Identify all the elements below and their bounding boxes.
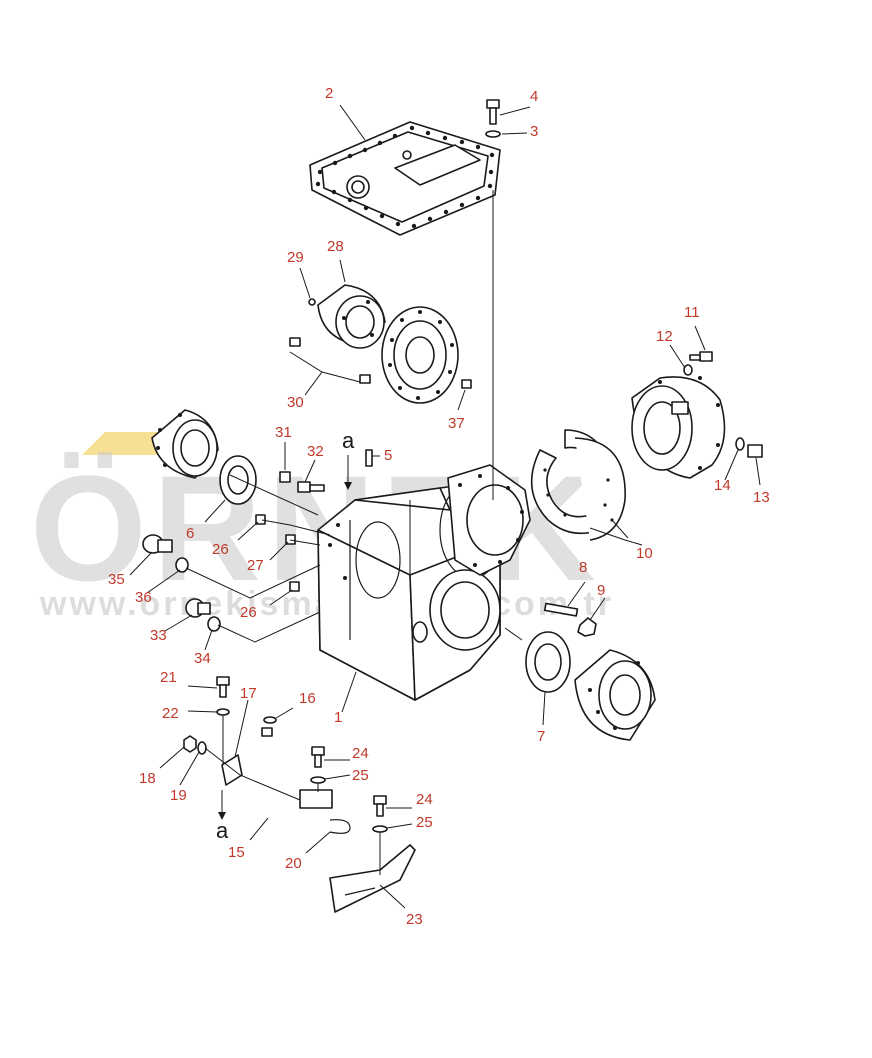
nut-9 bbox=[577, 617, 597, 637]
callout-34: 34 bbox=[194, 650, 211, 667]
seal-6 bbox=[219, 455, 257, 505]
stud-8 bbox=[543, 602, 579, 617]
callout-9: 9 bbox=[597, 582, 605, 599]
bolt-24a bbox=[311, 746, 325, 768]
top-cover bbox=[309, 121, 501, 236]
callout-19: 19 bbox=[170, 787, 187, 804]
bolt-30a bbox=[289, 337, 301, 347]
callout-36: 36 bbox=[135, 589, 152, 606]
block-20 bbox=[299, 789, 351, 834]
callout-27: 27 bbox=[247, 557, 264, 574]
callout-24b: 24 bbox=[416, 791, 433, 808]
washer-25a bbox=[310, 776, 326, 784]
ring-gear bbox=[381, 306, 459, 404]
washer-12 bbox=[683, 364, 693, 376]
callout-32: 32 bbox=[307, 443, 324, 460]
callout-5: 5 bbox=[384, 447, 392, 464]
callout-28: 28 bbox=[327, 238, 344, 255]
callout-11: 11 bbox=[684, 304, 700, 321]
main-case bbox=[317, 464, 531, 701]
callout-12: 12 bbox=[656, 328, 673, 345]
callout-16: 16 bbox=[299, 690, 316, 707]
seal-7 bbox=[525, 631, 571, 693]
guard-23 bbox=[329, 844, 416, 913]
bolt-30b bbox=[359, 374, 371, 384]
bolt-27 bbox=[285, 534, 296, 545]
bolt-26b bbox=[289, 581, 300, 592]
plug-31 bbox=[279, 471, 291, 483]
bolt-4 bbox=[486, 99, 500, 125]
callout-21: 21 bbox=[160, 669, 177, 686]
callout-30: 30 bbox=[287, 394, 304, 411]
callout-3: 3 bbox=[530, 123, 538, 140]
callout-10: 10 bbox=[636, 545, 653, 562]
callout-14: 14 bbox=[714, 477, 731, 494]
callout-25b: 25 bbox=[416, 814, 433, 831]
oring-34 bbox=[207, 616, 221, 632]
bolt-21 bbox=[216, 676, 230, 698]
bolt-11 bbox=[689, 351, 713, 362]
washer-25b bbox=[372, 825, 388, 833]
oring-14 bbox=[735, 437, 745, 451]
callout-2: 2 bbox=[325, 85, 333, 102]
oring-16 bbox=[263, 716, 277, 724]
ref-letter: a bbox=[216, 818, 229, 843]
left-hub-housing bbox=[151, 409, 219, 479]
callout-8: 8 bbox=[579, 559, 587, 576]
bolt-24b bbox=[373, 795, 387, 817]
lower-right-hub bbox=[574, 649, 656, 741]
carrier-28 bbox=[317, 284, 386, 349]
callout-37: 37 bbox=[448, 415, 465, 432]
callout-18: 18 bbox=[139, 770, 156, 787]
callout-29: 29 bbox=[287, 249, 304, 266]
nut-18 bbox=[183, 735, 197, 753]
callout-26b: 26 bbox=[240, 604, 257, 621]
leader-lines bbox=[129, 104, 761, 909]
bracket-17 bbox=[221, 754, 243, 786]
plug-13 bbox=[747, 444, 763, 458]
callout-33: 33 bbox=[150, 627, 167, 644]
callout-23: 23 bbox=[406, 911, 423, 928]
callout-20: 20 bbox=[285, 855, 302, 872]
oring-36 bbox=[175, 557, 189, 573]
callout-numbers: 1 2 3 4 5 6 7 8 9 10 11 12 13 14 15 16 1… bbox=[108, 85, 770, 928]
callout-22: 22 bbox=[162, 705, 179, 722]
callout-6: 6 bbox=[186, 525, 194, 542]
ref-a-bottom: a bbox=[216, 790, 229, 843]
washer-3 bbox=[485, 130, 501, 138]
callout-15: 15 bbox=[228, 844, 245, 861]
plug-33 bbox=[185, 598, 211, 618]
tube-15 bbox=[261, 727, 306, 818]
plug-35 bbox=[142, 534, 173, 554]
callout-35: 35 bbox=[108, 571, 125, 588]
pin-5 bbox=[365, 449, 373, 467]
callout-7: 7 bbox=[537, 728, 545, 745]
callout-26a: 26 bbox=[212, 541, 229, 558]
callout-25a: 25 bbox=[352, 767, 369, 784]
washer-22 bbox=[216, 708, 230, 716]
callout-4: 4 bbox=[530, 88, 538, 105]
right-hub-housing bbox=[631, 376, 726, 479]
callout-31: 31 bbox=[275, 424, 292, 441]
ref-letter: a bbox=[342, 428, 355, 453]
ref-a-top: a bbox=[342, 428, 355, 490]
washer-19 bbox=[197, 741, 207, 755]
callout-13: 13 bbox=[753, 489, 770, 506]
bolt-37 bbox=[461, 379, 472, 389]
pin-29 bbox=[308, 298, 316, 306]
fitting-32 bbox=[297, 481, 325, 493]
callout-24a: 24 bbox=[352, 745, 369, 762]
callout-1: 1 bbox=[334, 709, 342, 726]
bolt-26a bbox=[255, 514, 266, 525]
callout-17: 17 bbox=[240, 685, 257, 702]
